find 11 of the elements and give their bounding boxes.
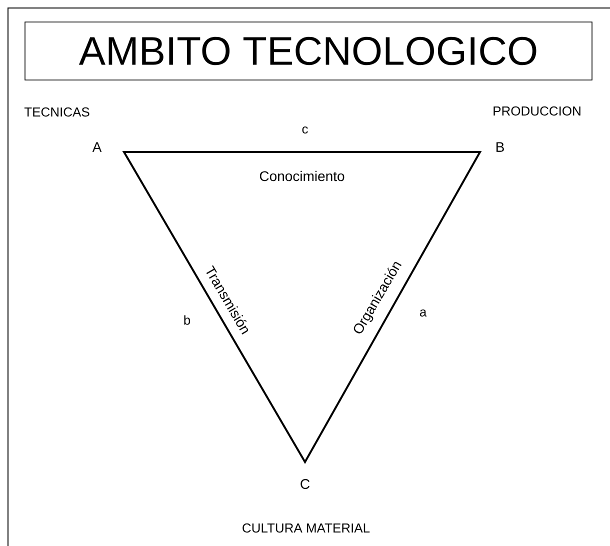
text-label: B (496, 142, 504, 152)
text-label: Conocimiento (260, 170, 344, 182)
text-label: a (420, 309, 427, 317)
text-label: b (184, 315, 190, 325)
title-box: AMBITO TECNOLOGICO (24, 22, 592, 80)
text-label: PRODUCCION (494, 106, 580, 116)
text-label: c (302, 126, 308, 134)
text-label: C (300, 479, 310, 489)
text-label: TECNICAS (24, 107, 90, 117)
text-label: A (92, 142, 102, 152)
text-label: CULTURA MATERIAL (242, 523, 370, 533)
